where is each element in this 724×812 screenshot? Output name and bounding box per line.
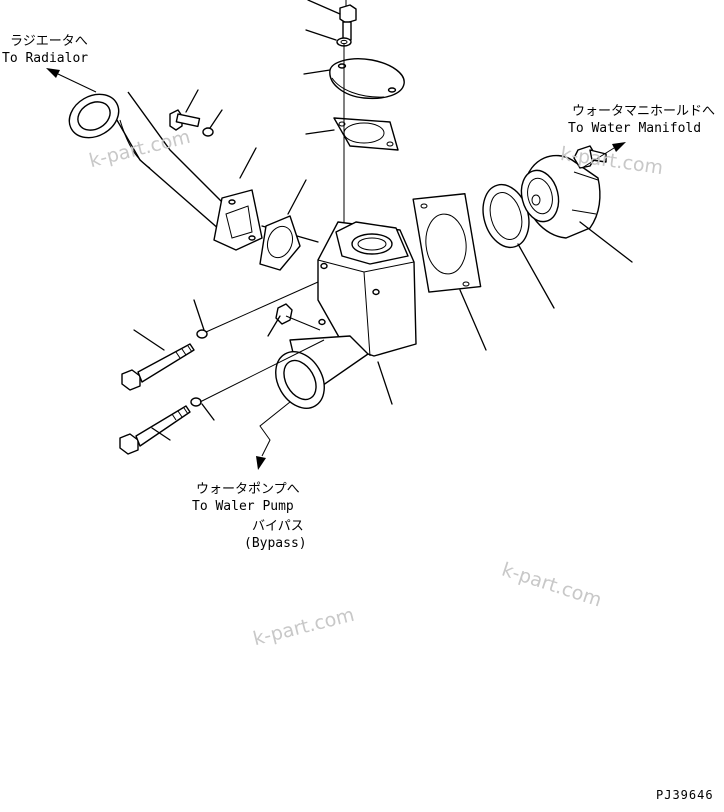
long-bolt-upper [121,343,195,391]
arrow-to-radiator [46,68,97,93]
housing-gasket [412,193,482,293]
washer-upper [196,329,208,339]
pipe-gasket [259,215,301,271]
top-bolt [339,4,357,41]
radiator-label-jp: ラジエータへ [10,34,88,49]
long-bolt-lower [119,405,191,455]
flange-bolt [169,109,201,131]
pipe-flange [213,189,263,251]
pump-label-jp: ウォータポンプへ [196,482,300,497]
drawing-number: PJ39646 [656,788,714,802]
manifold-label-en: To Water Manifold [568,121,702,136]
small-plug [275,303,293,325]
bypass-label-jp: バイパス [252,519,304,534]
arrow-to-manifold [581,142,626,169]
thermostat-housing [289,221,417,391]
arrow-to-pump [256,401,291,470]
cover-gasket [333,117,399,151]
washer-lower [190,397,202,407]
flange-washer [202,127,214,137]
pump-outlet [275,351,325,409]
thermostat-cover [329,58,405,100]
radiator-label-en: To Radialor [2,51,89,66]
pump-label-en: To Waler Pump [192,499,294,514]
bypass-label-en: (Bypass) [244,536,307,551]
manifold-label-jp: ウォータマニホールドへ [572,104,716,119]
thermostat [520,145,607,239]
